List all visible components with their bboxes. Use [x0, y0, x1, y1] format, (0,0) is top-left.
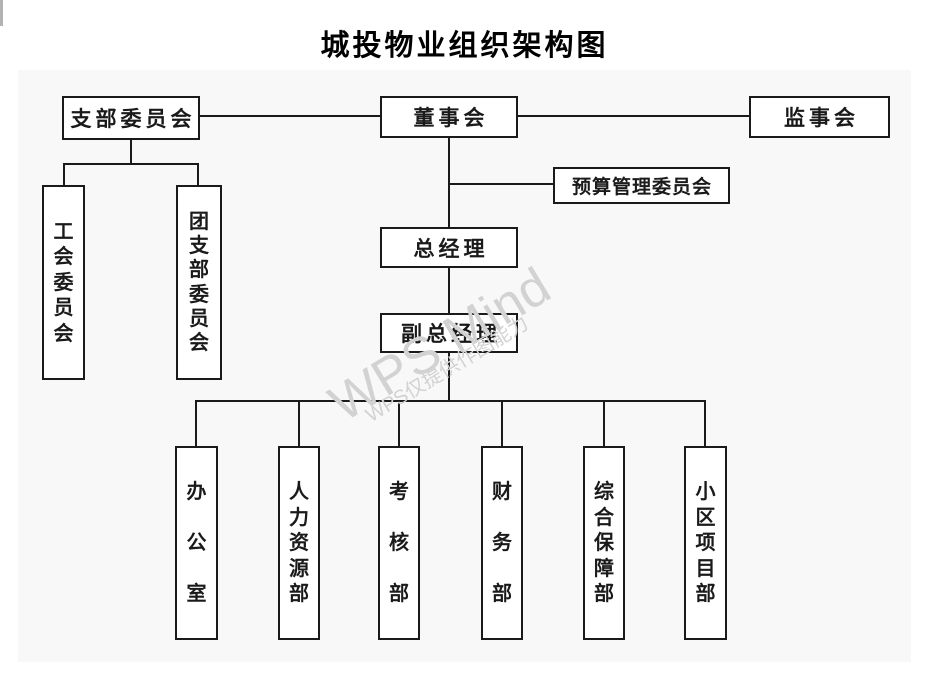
- connector-branch-down: [130, 140, 132, 163]
- node-label: 办公室: [186, 481, 207, 605]
- connector-drop-assessment: [398, 400, 400, 446]
- node-dept-finance: 财务部: [481, 446, 523, 640]
- connector-drop-support: [603, 400, 605, 446]
- connector-drop-hr: [298, 400, 300, 446]
- connector-drop-project: [704, 400, 706, 446]
- connector-to-youth-league: [197, 163, 199, 185]
- connector-drop-office: [195, 400, 197, 446]
- connector-to-budget-committee: [449, 183, 553, 185]
- node-dept-assessment: 考核部: [378, 446, 420, 640]
- wps-watermark-caption: WPS仅提供作图能力: [362, 312, 533, 427]
- connector-board-to-gm: [448, 138, 450, 227]
- org-chart-canvas: 支部委员会 董事会 监事会 预算管理委员会 总经理 副总经理 工会委员会 团支部…: [18, 70, 911, 662]
- connector-drop-finance: [501, 400, 503, 446]
- node-board-of-directors: 董事会: [380, 96, 518, 138]
- node-youth-league-committee: 团支部委员会: [176, 185, 222, 380]
- node-branch-committee: 支部委员会: [62, 96, 200, 140]
- node-dept-office: 办公室: [175, 446, 218, 640]
- node-label: 考核部: [389, 481, 409, 605]
- connector-branch-spread: [63, 163, 199, 165]
- chart-title: 城投物业组织架构图: [320, 30, 609, 62]
- node-general-manager: 总经理: [380, 227, 518, 268]
- node-label: 团支部委员会: [189, 210, 209, 355]
- connector-branch-to-board: [200, 115, 380, 117]
- node-dept-comprehensive-support: 综合保障部: [583, 446, 625, 640]
- connector-department-spread: [196, 400, 706, 402]
- node-supervisory-board: 监事会: [749, 96, 890, 138]
- node-dept-human-resources: 人力资源部: [278, 446, 320, 640]
- node-label: 人力资源部: [289, 481, 309, 605]
- connector-deputy-down: [448, 353, 450, 400]
- connector-to-union: [63, 163, 65, 185]
- node-union-committee: 工会委员会: [42, 185, 85, 380]
- connector-gm-to-deputy: [448, 268, 450, 313]
- node-deputy-general-manager: 副总经理: [380, 313, 518, 353]
- node-label: 小区项目部: [695, 481, 716, 605]
- node-budget-committee: 预算管理委员会: [553, 167, 730, 204]
- connector-board-to-supervisory: [518, 115, 749, 117]
- node-label: 财务部: [492, 481, 512, 605]
- window-edge-mark: [0, 0, 3, 26]
- node-label: 综合保障部: [594, 481, 614, 605]
- node-dept-community-project: 小区项目部: [684, 446, 727, 640]
- node-label: 工会委员会: [53, 220, 74, 345]
